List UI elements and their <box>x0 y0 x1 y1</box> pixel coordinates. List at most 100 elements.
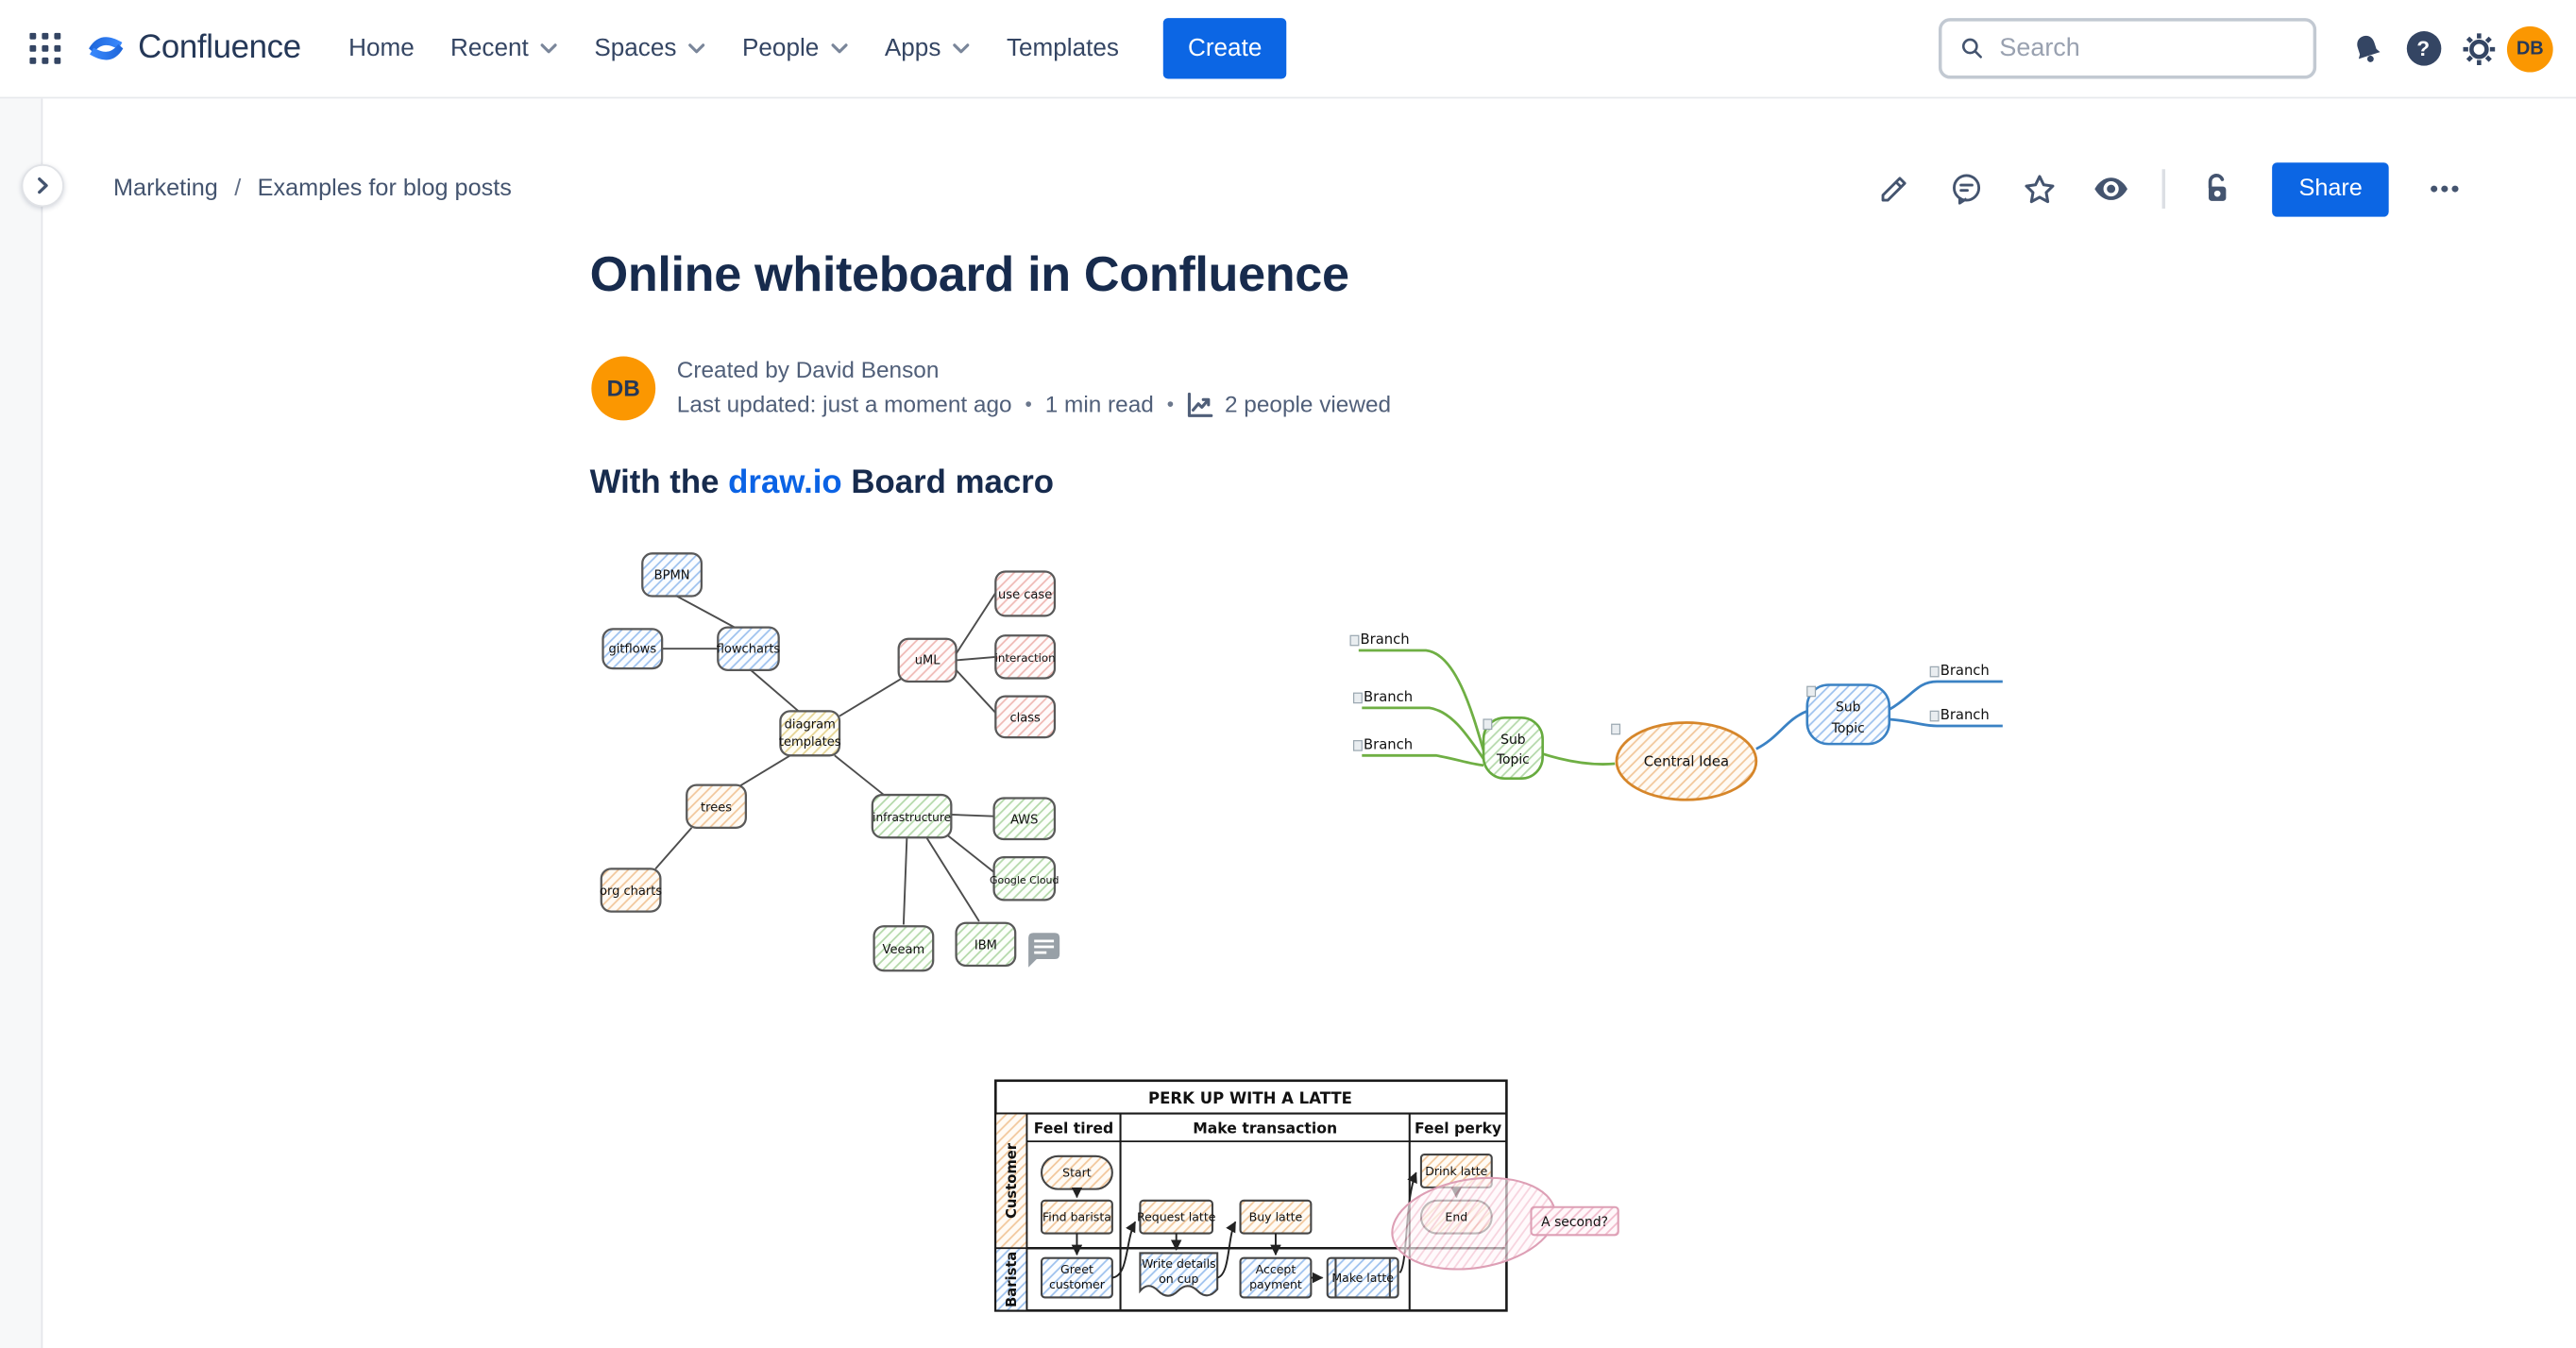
svg-text:Branch: Branch <box>1364 736 1413 752</box>
comments-button[interactable] <box>1938 162 1997 215</box>
breadcrumb-space-link[interactable]: Marketing <box>113 176 218 202</box>
notifications-button[interactable] <box>2339 21 2395 76</box>
chevron-down-icon <box>540 42 557 53</box>
svg-text:Write details: Write details <box>1142 1256 1216 1271</box>
node-uml <box>897 637 958 683</box>
node-gitflows <box>602 628 664 670</box>
svg-text:trees: trees <box>701 800 732 815</box>
node-ibm <box>955 921 1017 968</box>
unlocked-padlock-icon <box>2209 174 2227 201</box>
watch-button[interactable] <box>2082 162 2142 215</box>
svg-text:interaction: interaction <box>995 651 1056 665</box>
nav-item-spaces[interactable]: Spaces <box>576 19 724 78</box>
star-icon <box>2025 174 2055 203</box>
note-a-second <box>1530 1205 1619 1237</box>
svg-text:AWS: AWS <box>1010 814 1038 828</box>
svg-text:Sub: Sub <box>1500 733 1526 748</box>
svg-text:on cup: on cup <box>1159 1272 1198 1286</box>
page-toolbar: Marketing / Examples for blog posts <box>113 160 2474 219</box>
expand-sidebar-button[interactable] <box>21 163 64 208</box>
read-time: 1 min read <box>1044 391 1154 417</box>
app-switcher-button[interactable] <box>16 21 72 76</box>
inline-comment-marker-icon[interactable] <box>1028 933 1060 968</box>
breadcrumb: Marketing / Examples for blog posts <box>113 176 512 202</box>
chevron-down-icon <box>952 42 969 53</box>
search-input[interactable] <box>1999 33 2296 63</box>
edit-button[interactable] <box>1865 162 1924 215</box>
svg-text:Google Cloud: Google Cloud <box>990 874 1059 886</box>
collapse-toggles <box>1349 634 1940 751</box>
drawio-link[interactable]: draw.io <box>728 464 842 501</box>
breadcrumb-separator: / <box>234 176 242 202</box>
user-avatar[interactable]: DB <box>2506 25 2553 72</box>
svg-text:Sub: Sub <box>1836 699 1861 715</box>
drawio-idea-mindmap[interactable]: Branch Branch Branch Branch Branch Sub T… <box>1347 615 2021 813</box>
search-box[interactable] <box>1938 18 2317 79</box>
svg-text:Veeam: Veeam <box>883 943 925 957</box>
search-icon <box>1961 38 1982 59</box>
author-avatar[interactable]: DB <box>591 355 656 420</box>
svg-text:uML: uML <box>915 654 941 668</box>
page-content: Marketing / Examples for blog posts <box>42 98 2576 1348</box>
svg-text:Barista: Barista <box>1004 1252 1020 1307</box>
more-actions-button[interactable] <box>2415 162 2475 215</box>
confluence-logo[interactable]: Confluence <box>73 28 330 69</box>
nav-item-templates[interactable]: Templates <box>989 19 1137 78</box>
node-diagram-templates <box>779 710 841 757</box>
node-infrastructure <box>871 793 953 839</box>
svg-text:gitflows: gitflows <box>609 643 657 657</box>
nav-item-apps[interactable]: Apps <box>867 19 989 78</box>
node-google-cloud <box>992 856 1057 901</box>
collapsed-sidebar-rail <box>0 98 43 1348</box>
byline: DB Created by David Benson Last updated:… <box>591 353 1391 422</box>
svg-text:Start: Start <box>1062 1166 1092 1180</box>
confluence-logo-icon <box>89 37 124 60</box>
svg-text:Branch: Branch <box>1361 632 1410 648</box>
svg-text:Customer: Customer <box>1004 1142 1020 1219</box>
svg-text:PERK UP WITH A LATTE: PERK UP WITH A LATTE <box>1148 1089 1352 1107</box>
svg-text:flowcharts: flowcharts <box>717 643 781 657</box>
svg-text:Request latte: Request latte <box>1137 1210 1216 1224</box>
svg-text:Accept: Accept <box>1256 1262 1296 1276</box>
drawio-templates-mindmap[interactable]: BPMN gitflows flowcharts diagram templat… <box>591 542 1076 986</box>
svg-text:Greet: Greet <box>1060 1262 1093 1276</box>
node-interaction <box>994 634 1057 680</box>
share-button[interactable]: Share <box>2272 161 2389 216</box>
svg-text:payment: payment <box>1249 1277 1302 1291</box>
settings-button[interactable] <box>2451 21 2507 76</box>
analytics-chart-icon <box>1188 392 1214 417</box>
primary-nav: Home Recent Spaces People Apps Templates <box>330 0 1137 97</box>
create-button[interactable]: Create <box>1162 18 1287 79</box>
nav-item-recent[interactable]: Recent <box>432 19 576 78</box>
swimlane-labels: PERK UP WITH A LATTE Feel tired Make tra… <box>1004 1089 1608 1307</box>
restrictions-button[interactable] <box>2187 162 2246 215</box>
node-org-charts <box>600 868 662 913</box>
help-button[interactable]: ? <box>2396 21 2451 76</box>
watching-eye-icon <box>2094 177 2128 200</box>
chevron-down-icon <box>687 42 704 53</box>
green-branch-lines <box>1358 649 1616 767</box>
mindmap-edges <box>654 592 997 925</box>
gear-icon <box>2463 32 2496 65</box>
views-analytics[interactable]: 2 people viewed <box>1187 388 1391 423</box>
svg-text:Branch: Branch <box>1940 663 1990 679</box>
pencil-icon <box>1882 177 1907 202</box>
node-central-idea <box>1615 721 1758 801</box>
drawio-latte-swimlane[interactable]: PERK UP WITH A LATTE Feel tired Make tra… <box>986 1076 1643 1323</box>
svg-text:diagram: diagram <box>785 718 836 733</box>
nav-item-people[interactable]: People <box>724 19 867 78</box>
product-name: Confluence <box>138 29 301 66</box>
svg-text:Feel tired: Feel tired <box>1034 1119 1113 1137</box>
favourite-button[interactable] <box>2009 162 2069 215</box>
node-class <box>994 695 1057 739</box>
breadcrumb-page-link[interactable]: Examples for blog posts <box>257 176 512 202</box>
app-bar: Confluence Home Recent Spaces People App… <box>0 0 2576 99</box>
page-actions: Share <box>1865 161 2475 216</box>
node-flowcharts <box>717 626 780 671</box>
svg-text:org charts: org charts <box>600 885 662 899</box>
barista-nodes <box>1040 1252 1399 1299</box>
idea-map-labels: Branch Branch Branch Branch Branch Sub T… <box>1361 632 1990 770</box>
last-updated: Last updated: just a moment ago <box>676 391 1012 417</box>
nav-item-home[interactable]: Home <box>330 19 432 78</box>
